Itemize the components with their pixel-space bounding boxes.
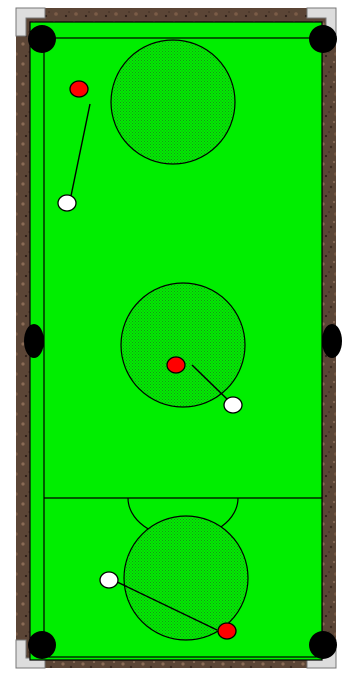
corner-pocket-bottom-right xyxy=(309,631,337,659)
bottom-target-zone xyxy=(124,516,248,640)
cue-ball-top[interactable] xyxy=(58,195,76,211)
side-pocket-left xyxy=(24,324,44,358)
cue-ball-center[interactable] xyxy=(224,397,242,413)
top-target-zone xyxy=(111,40,235,164)
side-pocket-right xyxy=(322,324,342,358)
red-ball-bottom[interactable] xyxy=(218,623,236,639)
red-ball-top[interactable] xyxy=(70,81,88,97)
corner-pocket-top-right xyxy=(309,25,337,53)
center-target-zone xyxy=(121,283,245,407)
red-ball-center[interactable] xyxy=(167,357,185,373)
corner-pocket-bottom-left xyxy=(28,631,56,659)
corner-pocket-top-left xyxy=(28,25,56,53)
cue-ball-bottom[interactable] xyxy=(100,572,118,588)
